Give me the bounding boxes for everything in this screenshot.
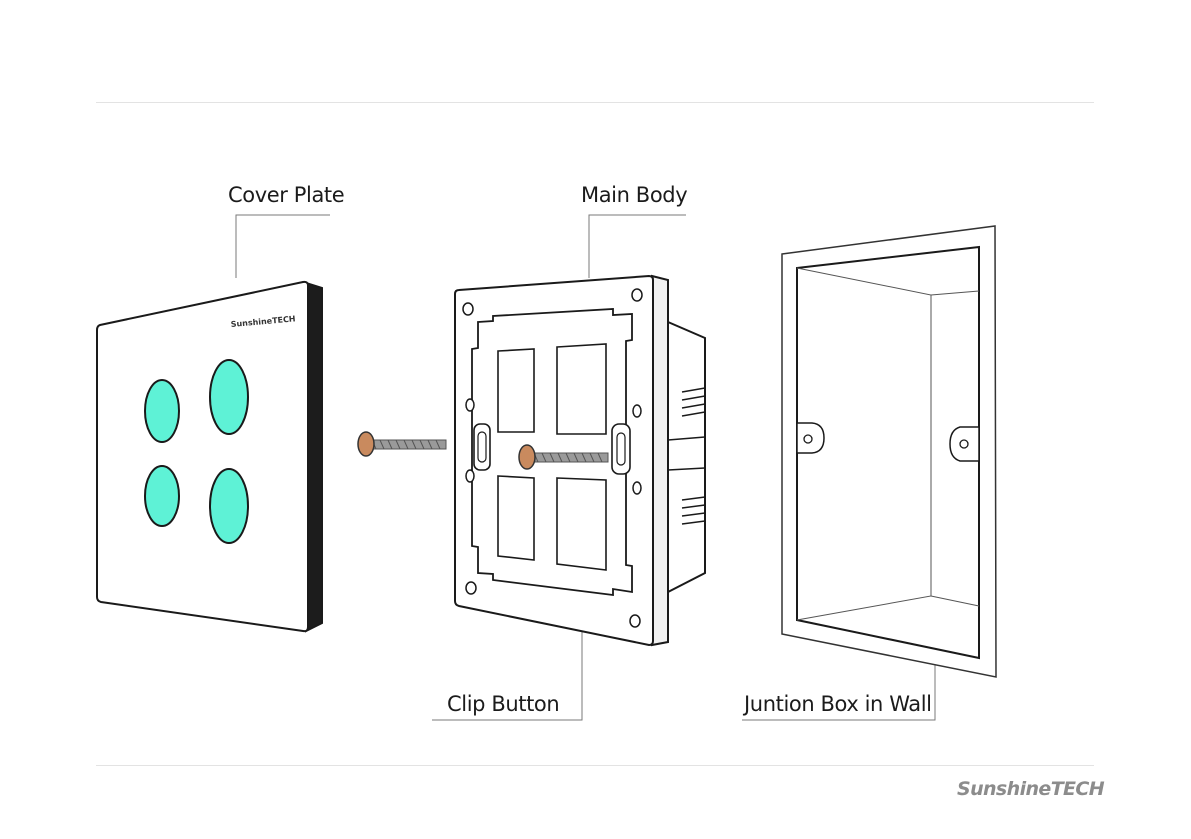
lug-left-hole: [804, 435, 812, 443]
touch-button-4: [210, 469, 248, 543]
main-body-housing: [668, 322, 705, 592]
cover-plate-face: [97, 282, 308, 631]
clip-slot-right-inner: [617, 433, 625, 465]
screw-left: [358, 432, 446, 456]
junction-box-label: Juntion Box in Wall: [744, 692, 932, 716]
main-body-edge: [652, 276, 668, 645]
clip-slot-left-inner: [478, 432, 486, 462]
touch-button-2: [210, 360, 248, 434]
main-body-leader: [589, 215, 686, 278]
main-body-label: Main Body: [581, 183, 687, 207]
screw-left-head: [358, 432, 374, 456]
junction-box: [782, 226, 996, 677]
window-top-right: [557, 344, 606, 434]
lug-right-hole: [960, 440, 968, 448]
footer-brand-logo: SunshineTECH: [957, 778, 1104, 800]
screw-center-head: [519, 445, 535, 469]
window-bottom-right: [557, 478, 606, 570]
window-top-left: [498, 349, 534, 432]
touch-button-1: [145, 380, 179, 442]
cover-plate: SunshineTECH: [97, 282, 322, 631]
clip-button-label: Clip Button: [447, 692, 559, 716]
window-bottom-left: [498, 476, 534, 560]
touch-button-3: [145, 466, 179, 526]
main-body-inner-plate: [472, 309, 632, 595]
cover-plate-label: Cover Plate: [228, 183, 344, 207]
cover-plate-leader: [236, 215, 330, 278]
